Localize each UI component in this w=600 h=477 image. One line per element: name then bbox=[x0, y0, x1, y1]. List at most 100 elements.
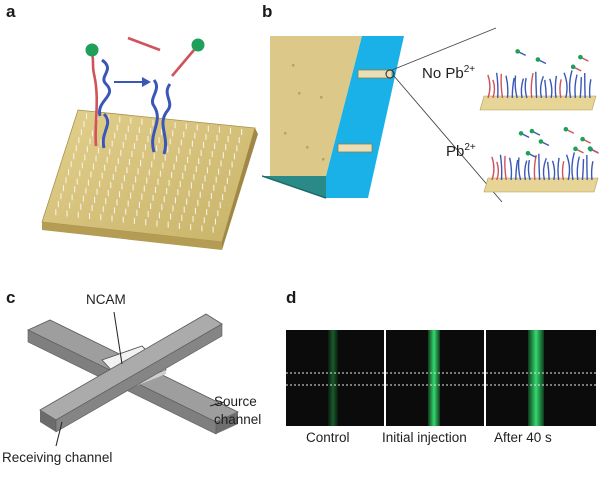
inset-dna-strand bbox=[524, 77, 528, 99]
lower-connector bbox=[337, 143, 373, 153]
label-ncam: NCAM bbox=[86, 292, 126, 307]
panel-letter-d: d bbox=[286, 288, 297, 307]
label-source-line2: channel bbox=[214, 412, 262, 427]
inset-dna-strand bbox=[492, 79, 496, 99]
inset-dna-strand bbox=[515, 159, 519, 181]
panel-d-fluorescence-images bbox=[286, 330, 596, 426]
inset-dna-strand bbox=[571, 152, 576, 181]
inset-dna-strand bbox=[517, 157, 522, 181]
dna-strand-left-blue-lower bbox=[101, 112, 110, 149]
inset-dna-strand bbox=[520, 78, 525, 99]
inset-dna-strand bbox=[524, 160, 528, 181]
inset-dna-strand bbox=[500, 73, 504, 99]
image-control bbox=[286, 330, 384, 426]
inset-green-bead bbox=[580, 136, 585, 142]
inset-dna-strand bbox=[576, 156, 580, 181]
inset-dna-strand bbox=[546, 161, 550, 181]
inset-dna-strand bbox=[563, 72, 568, 99]
dna-strand-left-blue bbox=[98, 58, 112, 117]
source-channel-front bbox=[216, 412, 238, 434]
inset-dna-strand bbox=[499, 154, 503, 181]
panel-letter-b: b bbox=[262, 2, 273, 21]
inset-dna-strand bbox=[533, 154, 537, 181]
inset-green-bead bbox=[570, 64, 576, 70]
inset-dna-strand bbox=[508, 157, 513, 181]
inset-dna-strand bbox=[538, 153, 541, 181]
panel-c-crossed-channels bbox=[27, 311, 239, 447]
zoom-circle bbox=[385, 69, 395, 79]
receiving-channel-side bbox=[55, 323, 223, 433]
inset-dna-strand bbox=[581, 159, 585, 181]
panel-letter-a: a bbox=[6, 2, 16, 21]
dna-strand-right-blue-b bbox=[161, 83, 172, 155]
inset-dna-strand bbox=[496, 161, 500, 181]
inset-dna-strand bbox=[565, 154, 571, 181]
inset-dna-strand bbox=[551, 160, 556, 181]
inset-dna-strand bbox=[539, 75, 544, 99]
inset-dna-strand bbox=[491, 156, 495, 181]
inset-green-bead bbox=[515, 49, 520, 54]
inset-dna-strand bbox=[542, 157, 547, 181]
inset-green-bead bbox=[538, 139, 544, 144]
inset-dna-strand bbox=[554, 75, 558, 99]
gold-chip-front-edge bbox=[42, 222, 222, 250]
label-lead: Pb2+ bbox=[446, 142, 476, 160]
dna-strand-left-red bbox=[90, 53, 99, 147]
inset-green-bead bbox=[535, 57, 541, 62]
inset-dna-strand bbox=[514, 75, 518, 99]
inset-dna-strand bbox=[574, 74, 578, 99]
transition-arrow-head bbox=[142, 77, 151, 87]
gold-substrate bbox=[270, 36, 362, 176]
label-receiving-channel: Receiving channel bbox=[2, 450, 113, 465]
green-bead-left bbox=[85, 43, 99, 57]
label-no-lead: No Pb2+ bbox=[422, 64, 476, 82]
label-source-line1: Source bbox=[214, 394, 257, 409]
inset-dna-strand bbox=[505, 75, 509, 99]
inset-dna-strand bbox=[544, 79, 547, 99]
caption-initial-injection: Initial injection bbox=[382, 430, 467, 445]
source-leader bbox=[209, 401, 225, 407]
ncam-leader bbox=[113, 311, 123, 365]
inset-dna-strand bbox=[561, 161, 565, 181]
inset-green-bead bbox=[573, 146, 578, 152]
inset-dna-strand bbox=[511, 77, 515, 99]
upper-connector bbox=[357, 69, 393, 79]
inset-dna-strand bbox=[535, 71, 538, 99]
inset-dna-strand bbox=[495, 72, 499, 99]
inset-dna-strand bbox=[487, 74, 491, 99]
surface-dots bbox=[284, 64, 325, 161]
panel-a-dna-array-illustration bbox=[41, 36, 258, 250]
dna-strand-floating-red-2 bbox=[171, 49, 195, 77]
inset-dna-strand bbox=[504, 155, 507, 181]
inset-dna-strand bbox=[590, 161, 594, 181]
dna-probe-grid bbox=[55, 113, 243, 233]
inset-dna-strand bbox=[549, 78, 553, 99]
image-after-40s bbox=[486, 330, 596, 426]
inset-green-bead bbox=[529, 128, 535, 134]
panel-letter-c: c bbox=[6, 288, 16, 307]
inset-dna-strand bbox=[579, 77, 583, 99]
dna-strand-right-blue-a bbox=[151, 79, 159, 153]
inset-green-bead bbox=[518, 131, 524, 136]
gold-chip-top bbox=[41, 109, 256, 243]
panel-b-microfluidic-illustration bbox=[262, 27, 599, 203]
inset-green-bead bbox=[525, 150, 531, 156]
inset-dna-strand bbox=[568, 70, 573, 99]
inset-green-bead bbox=[578, 54, 583, 60]
receiving-channel-front bbox=[40, 410, 56, 432]
caption-after-40s: After 40 s bbox=[494, 430, 552, 445]
caption-control: Control bbox=[306, 430, 350, 445]
inset-dna-strand bbox=[559, 79, 562, 99]
inset-green-bead bbox=[563, 126, 569, 132]
receiving-leader bbox=[55, 421, 63, 447]
dna-strand-floating-red-1 bbox=[127, 36, 161, 52]
inset-dna-strand bbox=[527, 159, 531, 181]
inset-green-bead bbox=[588, 147, 593, 152]
green-bead-right bbox=[191, 38, 205, 52]
inset-dna-strand bbox=[588, 79, 592, 99]
inset-no-lead bbox=[479, 49, 597, 111]
inset-dna-strand bbox=[530, 72, 534, 99]
inset-dna-strand bbox=[557, 157, 560, 181]
image-initial-injection bbox=[386, 330, 484, 426]
